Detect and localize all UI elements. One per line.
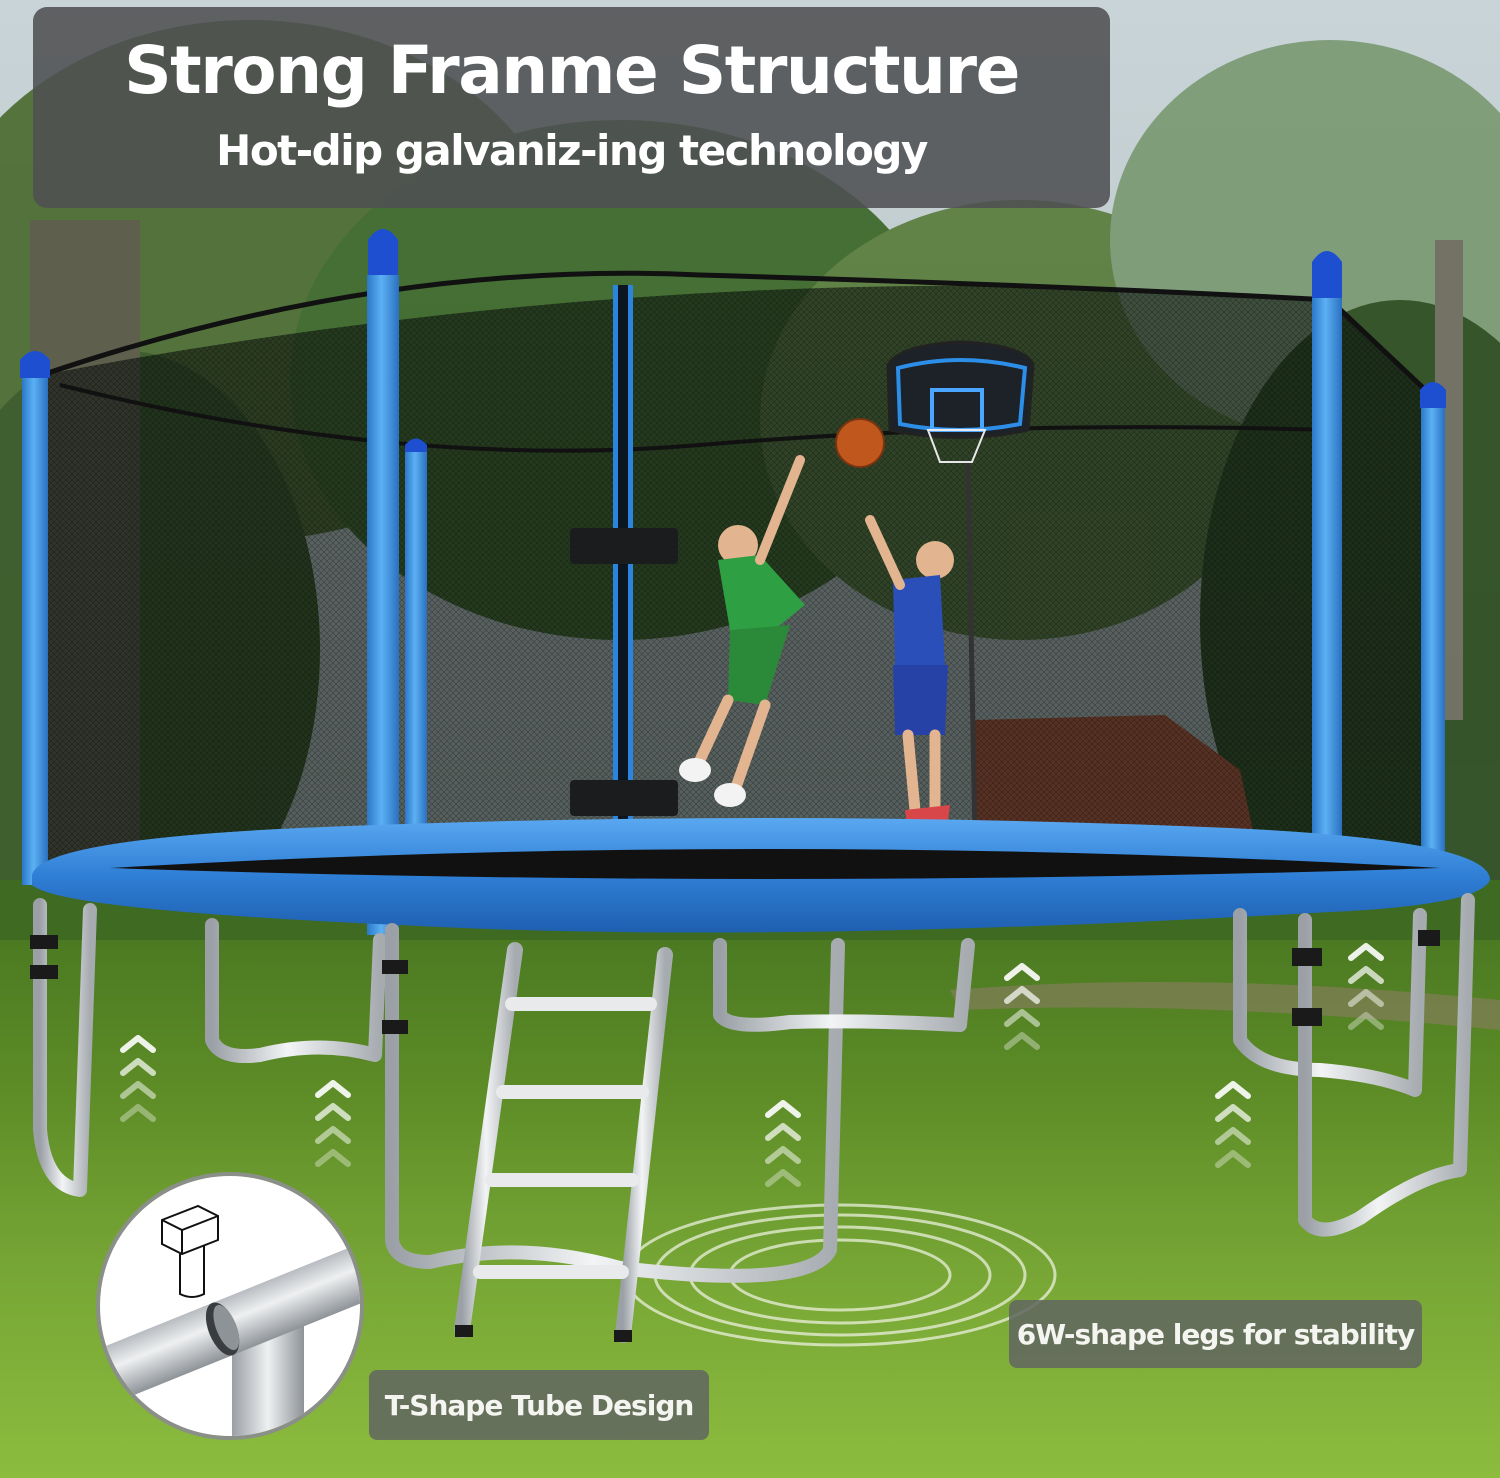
w-shape-legs [33, 893, 1475, 1283]
t-joint-icon [100, 1204, 360, 1436]
t-shape-outline-icon [161, 1204, 219, 1298]
callout-t-shape-tube: T-Shape Tube Design [369, 1370, 709, 1440]
headline-banner: Strong Franme Structure Hot-dip galvaniz… [33, 7, 1110, 208]
headline-subtitle: Hot-dip galvaniz-ing technology [216, 125, 928, 175]
headline-title: Strong Franme Structure [124, 31, 1020, 109]
up-chevrons-stability [120, 943, 1384, 1187]
t-shape-tube-inset [96, 1172, 364, 1440]
callout-w-shape-legs: 6W-shape legs for stability [1009, 1300, 1422, 1368]
door-buckles [570, 528, 678, 816]
ladder [454, 942, 673, 1343]
leg-clamps [30, 930, 1440, 1034]
basketball-hoop [886, 340, 1035, 841]
enclosure-poles [22, 275, 1445, 935]
kid-blue [865, 515, 954, 848]
basketball [835, 418, 885, 468]
pole-caps [20, 229, 1446, 452]
kid-green [679, 455, 805, 807]
